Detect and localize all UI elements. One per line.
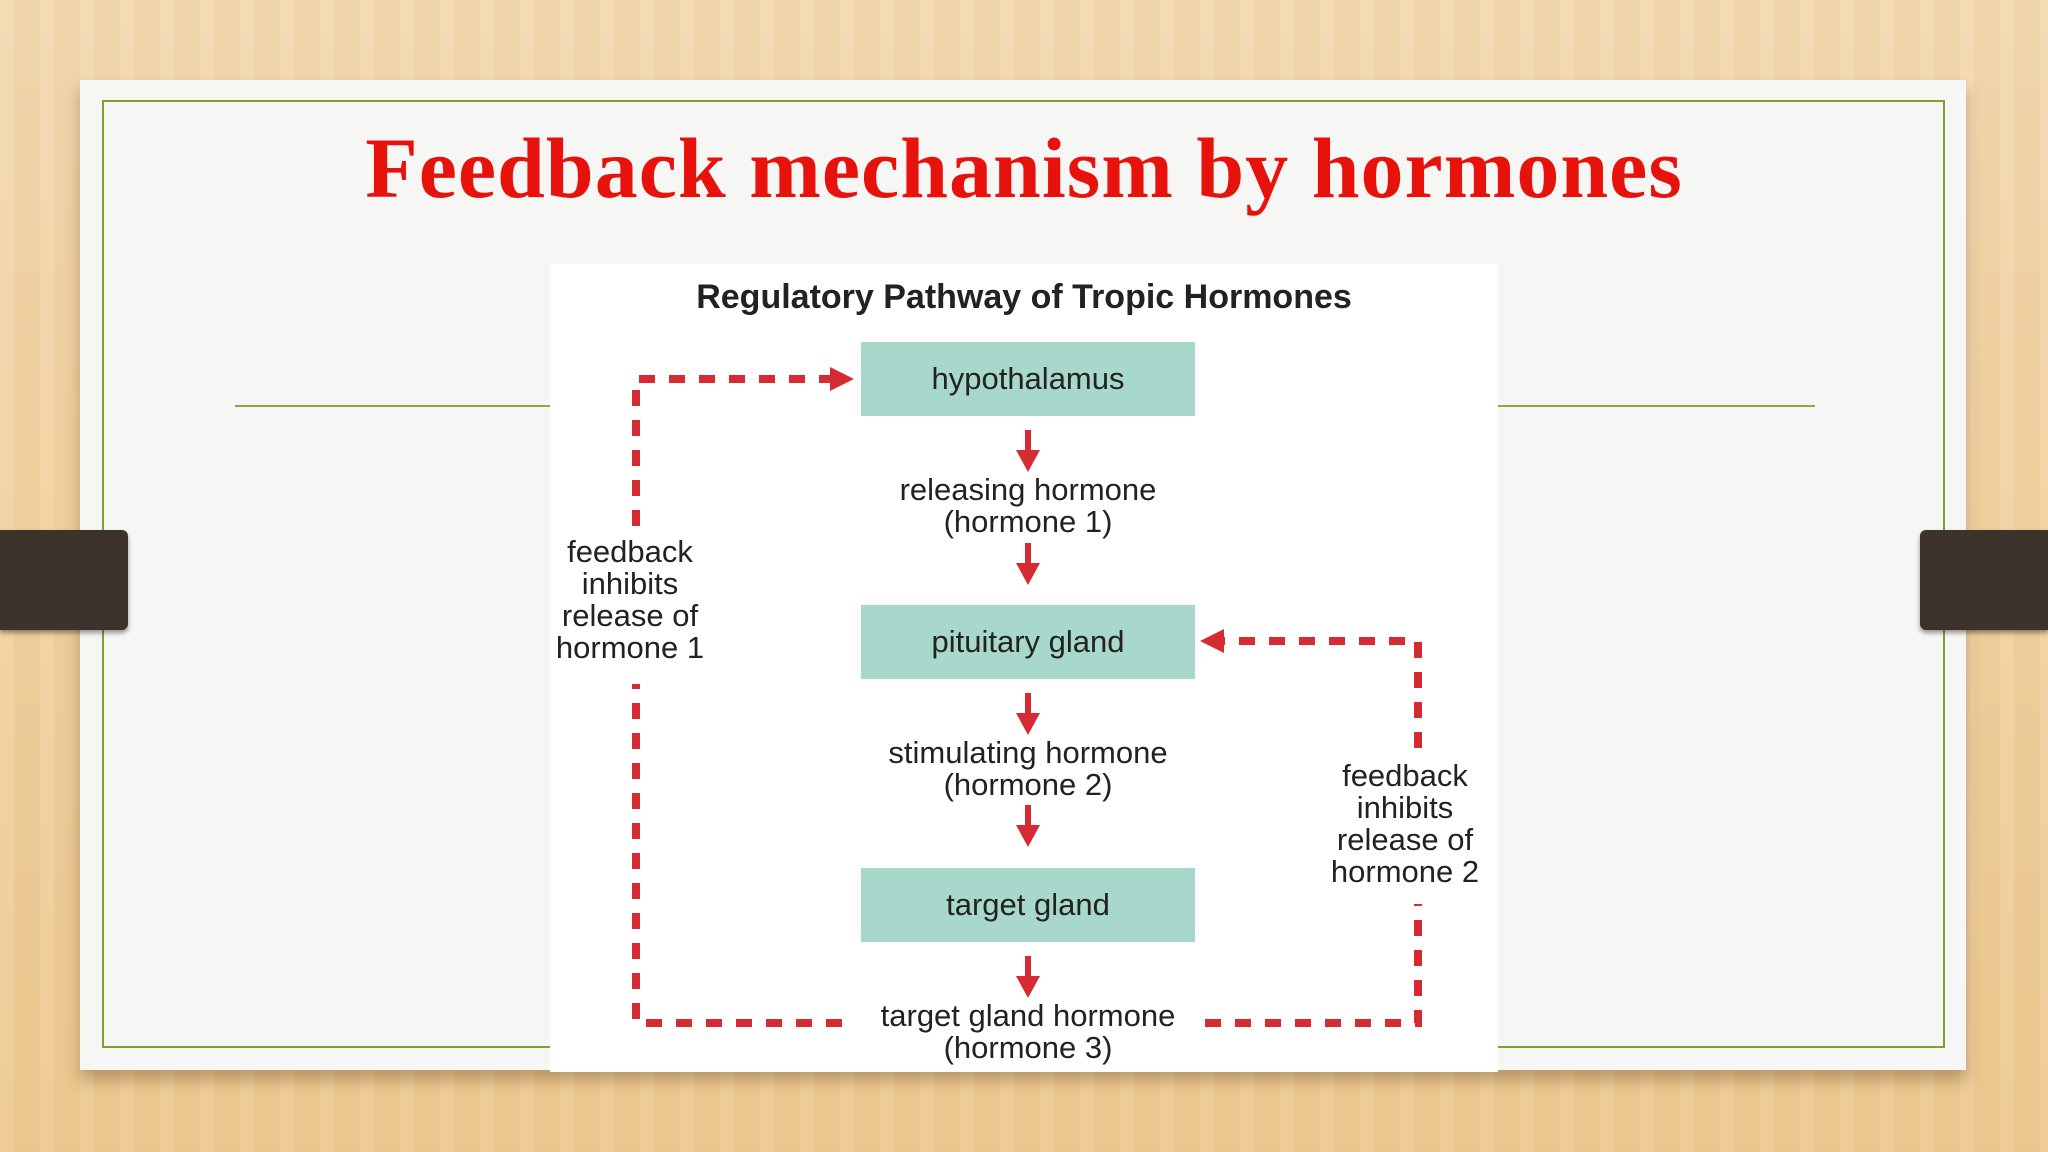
stimulating-hormone-line2: (hormone 2) — [943, 767, 1113, 802]
pathway-diagram: Regulatory Pathway of Tropic Hormones hy… — [550, 264, 1498, 1072]
releasing-hormone-line2: (hormone 1) — [943, 504, 1113, 539]
arrows-layer — [632, 367, 1422, 1027]
feedback-right-dashed-upper — [1222, 637, 1422, 748]
arrow-head-icon — [1016, 825, 1040, 847]
divider-left — [235, 405, 555, 407]
binder-tab-right — [1920, 530, 2048, 630]
feedback-right-dashed-lower — [1205, 904, 1422, 1027]
releasing-hormone-line1: releasing hormone — [899, 472, 1157, 507]
feedback-left-line3: release of — [561, 598, 699, 633]
arrow-head-icon — [1016, 450, 1040, 472]
stimulating-hormone-label: stimulating hormone (hormone 2) — [778, 737, 1278, 801]
feedback-arrowhead-right-icon — [830, 367, 854, 391]
pituitary-gland-box: pituitary gland — [861, 605, 1195, 679]
arrow-head-icon — [1016, 563, 1040, 585]
feedback-right-label: feedback inhibits release of hormone 2 — [1315, 760, 1495, 888]
feedback-left-line2: inhibits — [581, 566, 679, 601]
target-gland-box: target gland — [861, 868, 1195, 942]
diagram-title: Regulatory Pathway of Tropic Hormones — [696, 278, 1352, 316]
slide-title: Feedback mechanism by hormones — [365, 120, 1683, 216]
hypothalamus-box: hypothalamus — [861, 342, 1195, 416]
feedback-right-line2: inhibits — [1356, 790, 1454, 825]
stimulating-hormone-line1: stimulating hormone — [888, 735, 1168, 770]
feedback-left-line4: hormone 1 — [555, 630, 705, 665]
binder-tab-left — [0, 530, 128, 630]
feedback-left-dashed-upper — [632, 375, 832, 526]
feedback-right-line1: feedback — [1342, 758, 1468, 793]
feedback-left-label: feedback inhibits release of hormone 1 — [530, 536, 730, 664]
feedback-right-line4: hormone 2 — [1330, 854, 1480, 889]
feedback-arrowhead-left-icon — [1200, 629, 1224, 653]
arrow-head-icon — [1016, 713, 1040, 735]
target-gland-hormone-line1: target gland hormone — [880, 998, 1176, 1033]
feedback-left-line1: feedback — [567, 534, 693, 569]
divider-right — [1495, 405, 1815, 407]
feedback-left-dashed-lower — [632, 684, 842, 1027]
feedback-right-line3: release of — [1336, 822, 1474, 857]
arrow-head-icon — [1016, 976, 1040, 998]
target-gland-hormone-line2: (hormone 3) — [943, 1030, 1113, 1065]
releasing-hormone-label: releasing hormone (hormone 1) — [778, 474, 1278, 538]
target-gland-hormone-label: target gland hormone (hormone 3) — [778, 1000, 1278, 1064]
